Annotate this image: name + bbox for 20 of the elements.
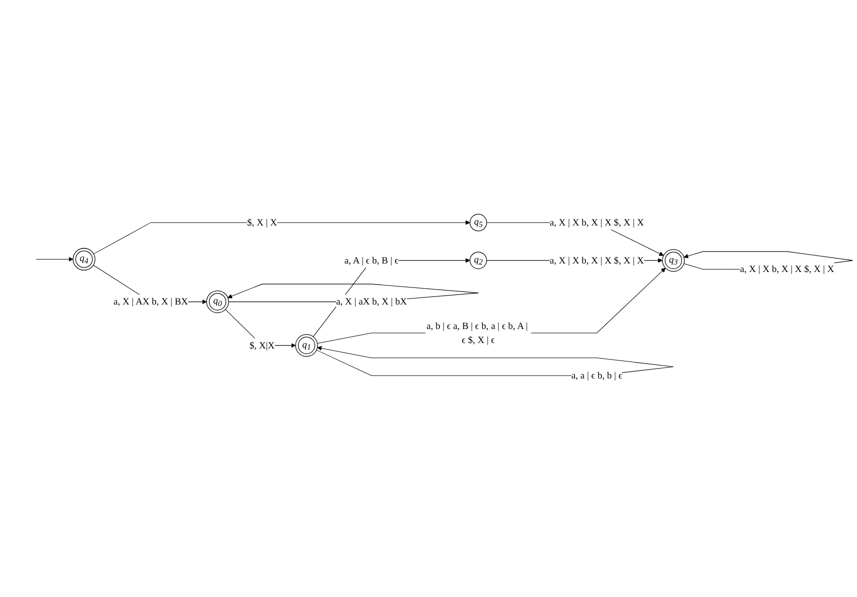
edge-label: a, X | AX b, X | BX <box>114 296 188 307</box>
edge-label: a, A | ϵ b, B | ϵ <box>344 254 399 266</box>
node-circle: q$_{5}$ <box>470 214 487 232</box>
edge-label: a, X | X b, X | X $, X | X <box>740 264 834 274</box>
edge-label: a, b | ϵ a, B | ϵ b, a | ϵ b, A | ϵ $, X | ϵ <box>426 320 528 346</box>
node-circle: q$_{3}$ <box>662 249 685 272</box>
node-circle: q$_{4}$ <box>72 248 96 271</box>
arrow <box>312 258 470 337</box>
node-circle: q$_{0}$ <box>206 290 229 314</box>
edge-label: a, a | ϵ b, b | ϵ <box>571 370 622 381</box>
node-circle: q$_{2}$ <box>470 252 487 270</box>
edge-label: a, X | X b, X | X $, X | X <box>550 217 644 228</box>
node-circle: q$_{1}$ <box>295 334 318 357</box>
edge-label: $, X | X <box>247 217 278 228</box>
edge-label: a, X | X b, X | X $, X | X <box>550 254 644 266</box>
edge-label: a, X | aX b, X | bX <box>336 296 407 307</box>
arrow <box>317 268 666 344</box>
edge-label: $, X|X <box>249 340 275 350</box>
arrow <box>93 220 470 254</box>
arrow <box>36 256 74 262</box>
